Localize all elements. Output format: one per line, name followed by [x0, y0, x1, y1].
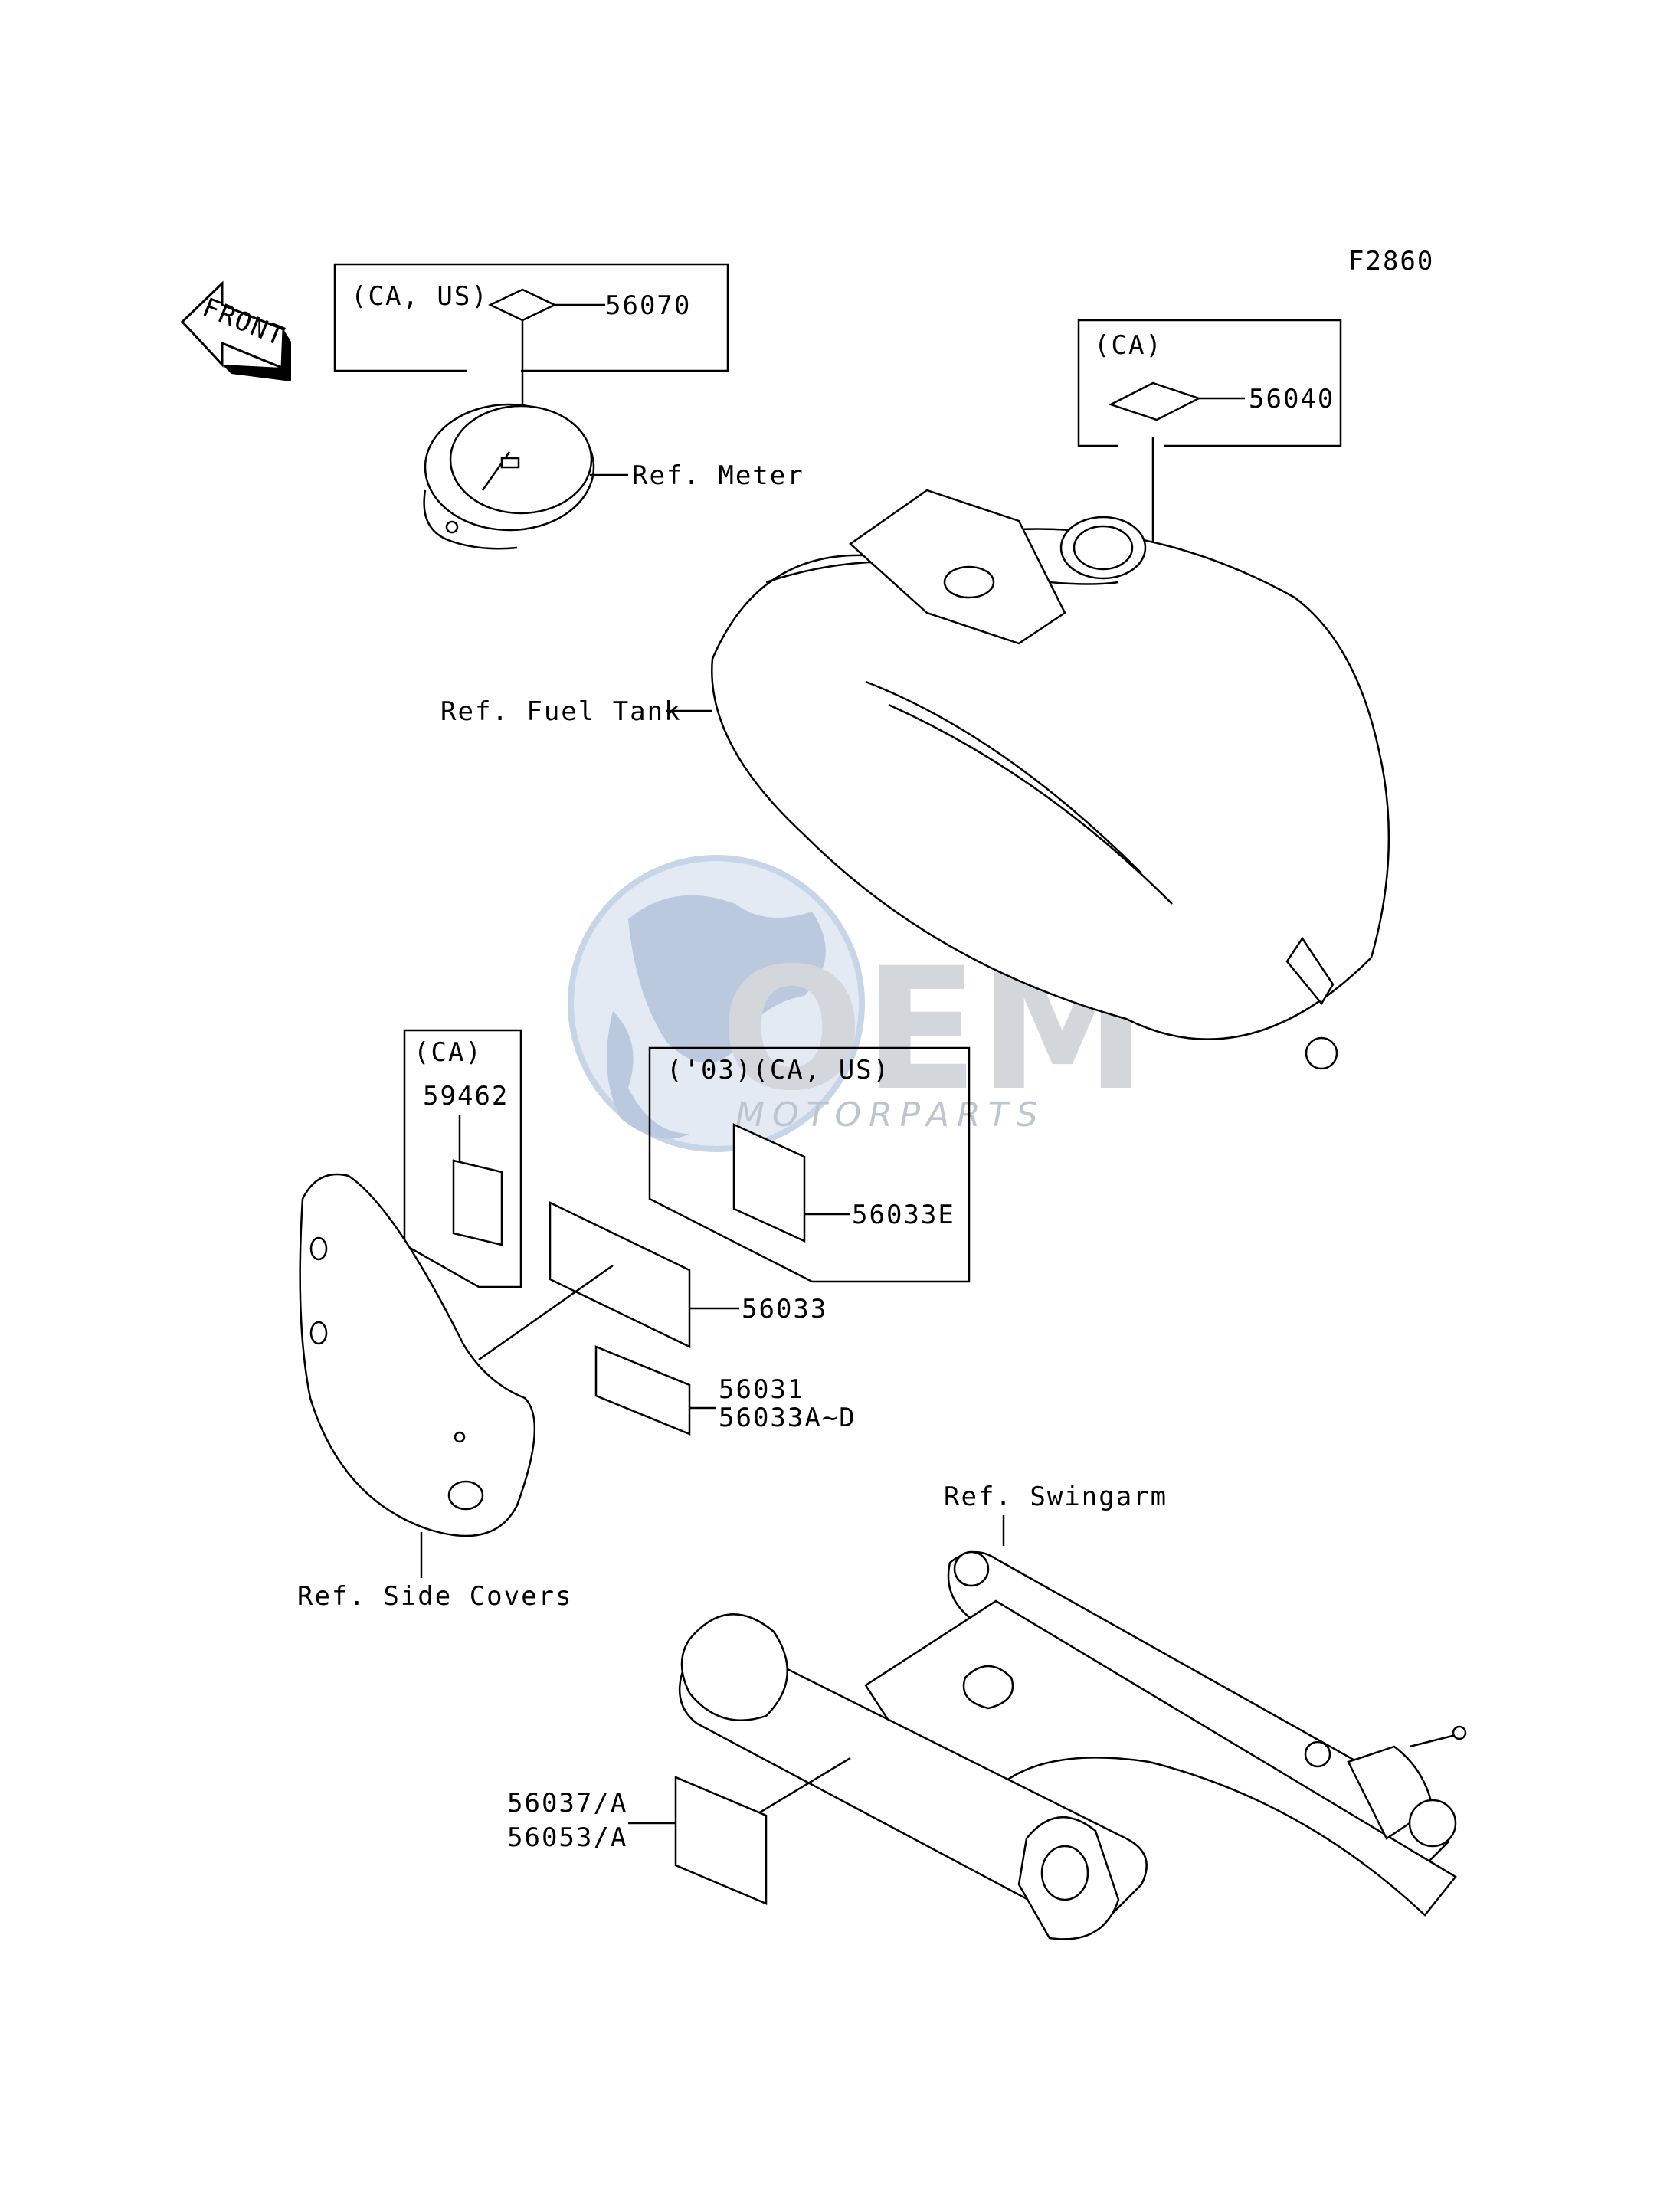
decal-59462-icon [452, 1159, 503, 1246]
figure-code: F2860 [1348, 246, 1434, 277]
watermark-sub: MOTORPARTS [735, 1095, 1046, 1135]
front-arrow-icon: FRONT [180, 280, 291, 381]
decal-56037-group: 56037/A 56053/A [507, 1776, 768, 1905]
decal-56031-group: 56031 56033A~D [594, 1345, 856, 1436]
part-56040: 56040 [1249, 384, 1335, 414]
ref-swingarm-label: Ref. Swingarm [944, 1482, 1167, 1512]
decal-56033E-icon [732, 1123, 806, 1243]
decal-56037-icon [674, 1776, 768, 1905]
decal-56070-icon [488, 288, 557, 322]
decal-56040-icon [1108, 381, 1202, 421]
part-56070: 56070 [605, 290, 691, 321]
part-56053A: 56053/A [507, 1822, 627, 1853]
part-56033A-D: 56033A~D [719, 1403, 856, 1433]
ref-side-covers-label: Ref. Side Covers [297, 1581, 573, 1612]
region-label-ca-us: (CA, US) [351, 281, 489, 312]
swingarm-icon: Ref. Swingarm [678, 1482, 1467, 1940]
region-label-ca: (CA) [1094, 330, 1163, 361]
callout-box-56033E: ('03)(CA, US) 56033E [648, 1046, 971, 1283]
part-56033: 56033 [742, 1294, 827, 1324]
ref-fuel-tank-label: Ref. Fuel Tank [440, 696, 682, 727]
part-56033E: 56033E [852, 1200, 955, 1230]
ref-meter-label: Ref. Meter [632, 460, 804, 491]
part-56037A: 56037/A [507, 1788, 627, 1819]
region-label-03-ca-us: ('03)(CA, US) [666, 1055, 890, 1085]
decal-56033-icon [549, 1201, 691, 1348]
callout-box-56040: (CA) 56040 [1077, 319, 1342, 601]
meter-gauge-icon: Ref. Meter [423, 403, 804, 550]
callout-box-56070: (CA, US) 56070 [333, 263, 729, 444]
decal-56033-group: 56033 [478, 1201, 827, 1361]
part-56031: 56031 [719, 1374, 804, 1405]
fuel-tank-icon: Ref. Fuel Tank [440, 489, 1390, 1070]
side-cover-icon: Ref. Side Covers [297, 1173, 573, 1612]
region-label-ca-2: (CA) [414, 1037, 483, 1068]
decal-56031-icon [594, 1345, 691, 1436]
part-59462: 59462 [423, 1081, 509, 1112]
callout-box-59462: (CA) 59462 [403, 1029, 522, 1288]
watermark: OEM MOTORPARTS [568, 855, 1146, 1152]
